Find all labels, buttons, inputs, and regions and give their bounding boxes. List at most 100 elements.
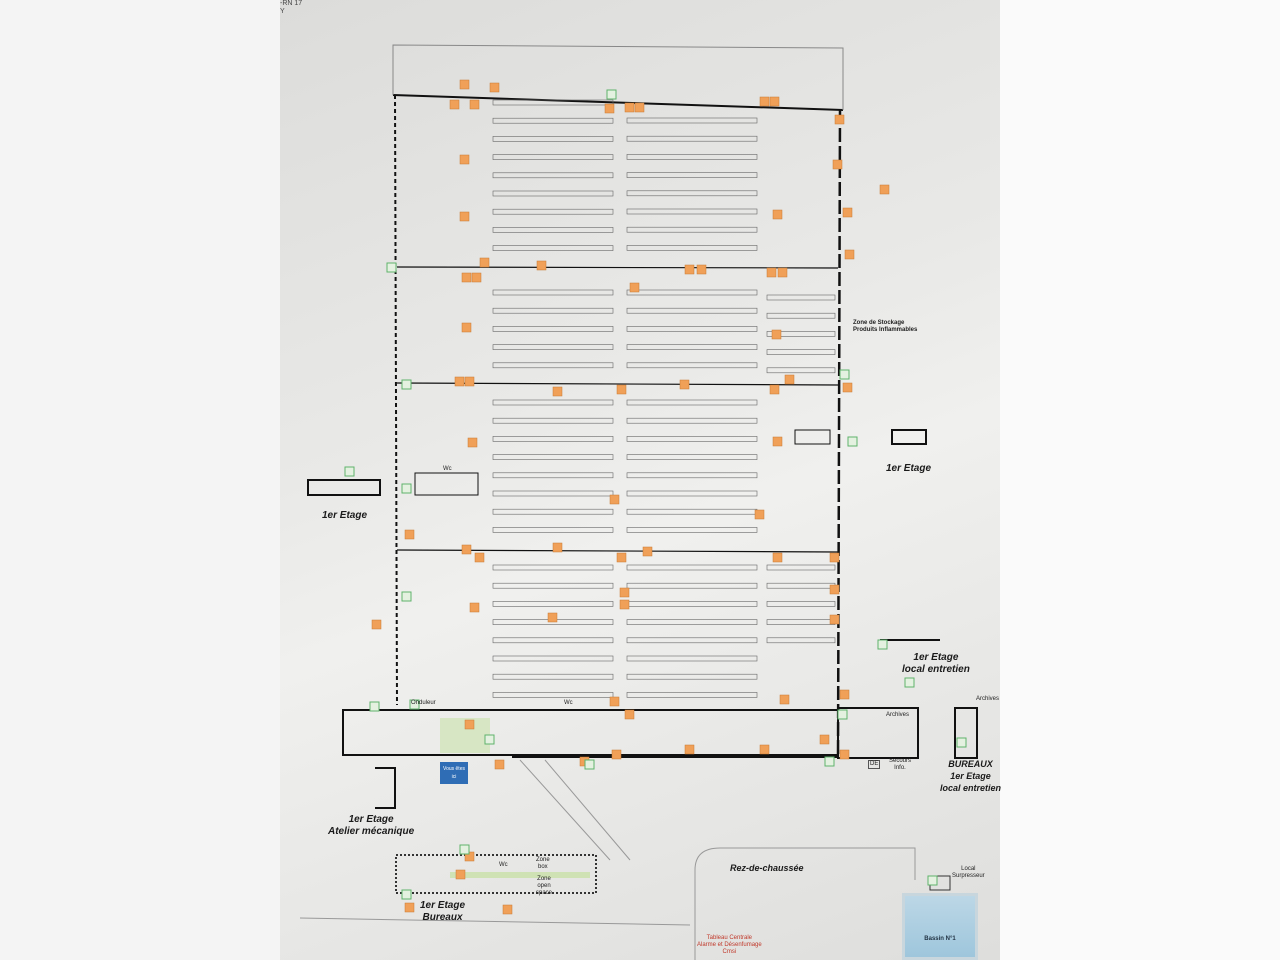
extinguisher-icon [604,103,615,114]
emergency-exit-icon [484,734,495,745]
extinguisher-icon [754,509,765,520]
basin: Bassin N°1 [902,893,978,960]
rack-row [492,417,614,424]
rack-row [492,289,614,296]
extinguisher-icon [479,257,490,268]
emergency-exit-icon [401,379,412,390]
rack-row [492,527,614,533]
rack-row [626,692,758,698]
extinguisher-icon [467,437,478,448]
rack-row [766,349,836,355]
firewall-0 [396,266,839,269]
perimeter-road [299,917,691,926]
rack-row [766,294,836,301]
floor1-right-block [891,429,927,445]
emergency-exit-icon [877,639,888,650]
rack-row [492,245,614,251]
emergency-exit-icon [401,591,412,602]
header-fragment: Y [280,8,285,15]
rack-row [766,637,836,644]
rack-row [492,673,614,680]
rack-row [492,454,614,460]
extinguisher-icon [459,154,470,165]
extinguisher-icon [464,376,475,387]
rack-row [626,527,758,533]
rack-row [492,208,614,215]
rack-row [766,564,836,571]
extinguisher-icon [772,436,783,447]
rack-row [492,307,614,314]
extinguisher-icon [454,376,465,387]
rack-row [492,136,614,142]
extinguisher-icon [464,719,475,730]
extinguisher-icon [494,759,505,770]
extinguisher-icon [611,749,622,760]
extinguisher-icon [469,99,480,110]
extinguisher-icon [455,869,466,880]
rack-row [492,190,614,197]
evacuation-plan-board [280,0,1000,960]
rack-row [626,454,758,460]
emergency-exit-icon [927,875,938,886]
wc-bottom-label: Wc [564,700,573,706]
north-wall [392,94,844,111]
extinguisher-icon [609,696,620,707]
extinguisher-icon [471,272,482,283]
rack-row [626,172,758,178]
extinguisher-icon [842,207,853,218]
extinguisher-icon [624,709,635,720]
emergency-exit-icon [606,89,617,100]
access-road-b [544,759,631,861]
zone-open-space-label: Zone open space [536,876,553,896]
rack-row [492,227,614,233]
extinguisher-icon [629,282,640,293]
rack-row [626,190,758,197]
local-surpresseur-label: Local Surpresseur [952,866,985,879]
onduleur-label: Onduleur [411,700,436,706]
extinguisher-icon [642,546,653,557]
offices-floor1-block [395,854,597,894]
extinguisher-icon [619,587,630,598]
rack-row [492,508,614,515]
rack-row [492,99,614,106]
extinguisher-icon [684,264,695,275]
extinguisher-icon [839,689,850,700]
rack-row [626,490,758,497]
emergency-exit-icon [584,759,595,770]
extinguisher-icon [404,902,415,913]
extinguisher-icon [769,384,780,395]
rack-row [626,362,758,369]
rack-row [626,326,758,332]
extinguisher-icon [844,249,855,260]
site-boundary [392,44,844,110]
emergency-exit-icon [344,466,355,477]
zone-box-label: Zone box [536,857,550,870]
central-alarm-panel-label: Tableau Centrale Alarme et Désenfumage C… [697,935,762,955]
extinguisher-icon [616,384,627,395]
emergency-exit-icon [401,483,412,494]
rack-row [626,508,758,515]
extinguisher-icon [759,744,770,755]
emergency-exit-icon [459,844,470,855]
extinguisher-icon [819,734,830,745]
rack-row [626,245,758,251]
rack-row [492,564,614,571]
extinguisher-icon [461,272,472,283]
rack-row [626,344,758,350]
rack-row [626,117,758,124]
basin-label: Bassin N°1 [924,936,956,942]
extinguisher-icon [839,749,850,760]
you-are-here-marker: Vous êtes ici [440,762,468,784]
emergency-exit-icon [386,262,397,273]
extinguisher-icon [536,260,547,271]
rack-row [492,472,614,479]
east-wall [836,109,842,758]
floor1-right-label: 1er Etage [886,463,932,474]
extinguisher-icon [829,614,840,625]
rack-row [492,601,614,607]
extinguisher-icon [489,82,500,93]
rack-row [626,135,758,142]
floor1-left-block [307,479,381,496]
rack-row [626,289,758,296]
extinguisher-icon [696,264,707,275]
